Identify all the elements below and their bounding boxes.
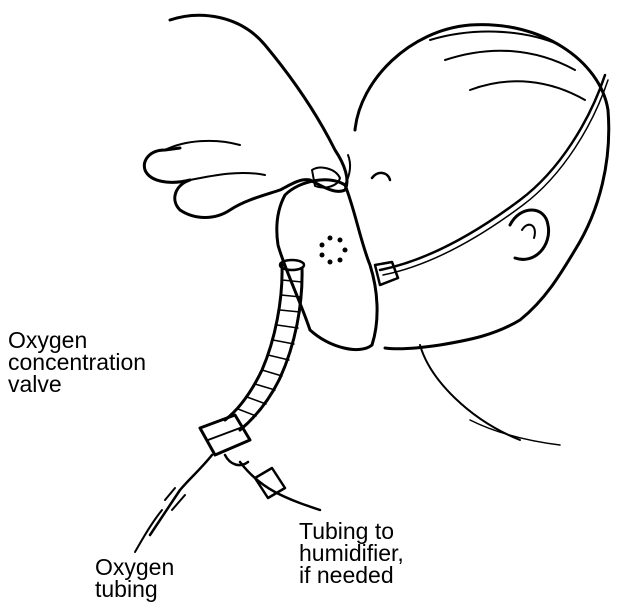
corrugated-tubing	[225, 265, 282, 420]
oxygen-tubing-callout-label: Oxygen tubing	[95, 556, 174, 600]
humidifier-tubing	[240, 462, 320, 510]
face-mask	[277, 180, 377, 350]
child-hair	[430, 32, 585, 100]
valve-callout-label: Oxygen concentration valve	[8, 329, 146, 395]
strap-clip	[375, 262, 398, 285]
oxygen-tubing	[150, 455, 212, 535]
child-ear	[510, 210, 549, 259]
child-neck	[420, 345, 520, 440]
mask-strap	[380, 75, 605, 270]
mask-vent-dots	[320, 236, 348, 265]
humidifier-tubing-callout-label: Tubing to humidifier, if needed	[299, 520, 404, 586]
child-head	[355, 25, 609, 349]
child-eye	[372, 173, 390, 180]
